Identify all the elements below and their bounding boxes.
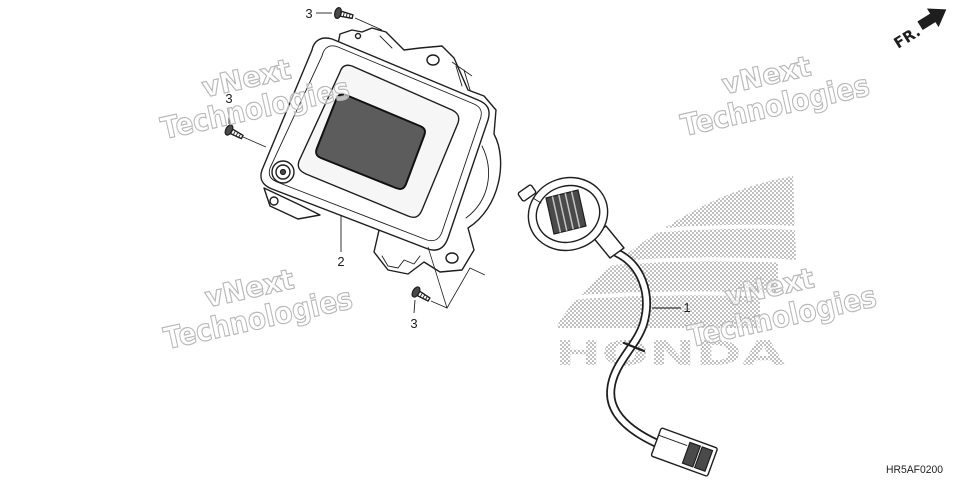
cable-core [607, 250, 659, 446]
flat-connector-latch-a [681, 441, 702, 468]
meter-housing-ribs [379, 35, 471, 91]
screw-bottom [411, 286, 431, 302]
front-label: FR. [891, 22, 924, 52]
honda-wing-mark [556, 176, 796, 328]
connector-cap-strap [532, 197, 542, 204]
figure-code: HR5AF0200 [886, 464, 943, 476]
callout-cable-assembly: 1 [683, 300, 690, 315]
connector-socket-pins [551, 191, 581, 233]
meter-bezel-rim [268, 45, 482, 242]
flat-connector-latch-b [693, 446, 714, 473]
cable-assembly [517, 176, 718, 477]
watermark-top-right: vNext Technologies [677, 49, 873, 145]
meter-housing-dome-shading [465, 145, 489, 219]
cable-clamp [622, 341, 646, 353]
front-arrow-icon [917, 8, 947, 31]
watermark-bottom-left: vNext Technologies [160, 262, 356, 358]
callout-meter-assembly: 2 [337, 254, 344, 269]
connector-socket [545, 189, 587, 235]
screw-left [224, 124, 244, 140]
honda-wing-logo: HONDA [555, 176, 801, 374]
meter-grommet [271, 160, 295, 184]
screw-top [334, 7, 354, 20]
meter-bottom-lug-hole [445, 252, 459, 264]
callout-screw-left: 3 [225, 91, 232, 106]
callout-screw-bottom: 3 [410, 316, 417, 331]
round-connector [517, 176, 625, 259]
callouts: 3 3 2 3 1 [225, 6, 690, 331]
flat-connector [650, 427, 718, 477]
meter-mounting-bracket [263, 187, 321, 220]
connector-cap [517, 184, 537, 202]
assembly-guide-lines [242, 17, 486, 309]
callout-screw-top: 3 [305, 6, 312, 21]
front-direction-marker: FR. [891, 8, 947, 52]
callout-leader-screw-bottom [413, 299, 416, 314]
honda-logo-lettering: HONDA [555, 334, 786, 374]
meter-bottom-clips [381, 255, 421, 269]
meter-assembly [260, 27, 502, 275]
meter-ear-hole [354, 32, 362, 40]
bracket-bolt [269, 196, 279, 206]
meter-lcd-screen [315, 93, 426, 190]
meter-top-lug-hole [426, 54, 440, 66]
